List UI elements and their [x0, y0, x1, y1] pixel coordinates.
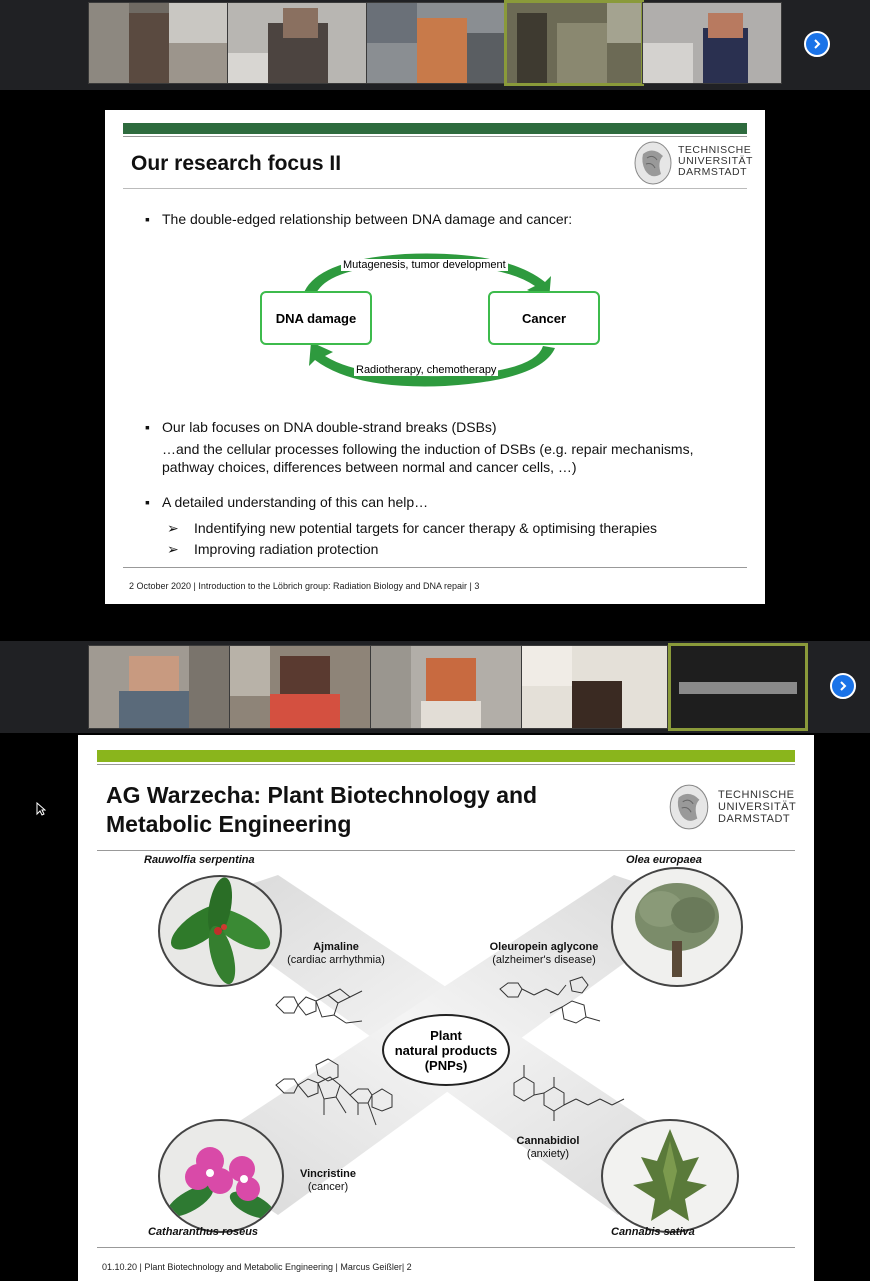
catharanthus-photo [158, 1119, 284, 1233]
compound-oleuropein: Oleuropein aglycone(alzheimer's disease) [489, 941, 599, 966]
participant-tile[interactable] [88, 645, 230, 729]
presentation-slide-1: Our research focus II TECHNISCHE UNIVERS… [105, 110, 765, 604]
plant-name-catharanthus: Catharanthus roseus [148, 1226, 259, 1238]
participant-tile[interactable] [366, 2, 506, 84]
dna-damage-label: DNA damage [275, 310, 357, 326]
university-logo-text: TECHNISCHE UNIVERSITÄT DARMSTADT [718, 789, 797, 825]
center-label-line1: Plant [430, 1027, 462, 1043]
center-label-line2: natural products [394, 1042, 498, 1058]
participant-tile[interactable] [229, 645, 371, 729]
leaf-icon [171, 877, 271, 985]
slide-footer: 01.10.20 | Plant Biotechnology and Metab… [102, 1262, 412, 1272]
slide-title: AG Warzecha: Plant Biotechnology and Met… [106, 781, 537, 839]
arrow-top-label: Mutagenesis, tumor development [341, 259, 508, 271]
compound-vincristine: Vincristine(cancer) [299, 1168, 357, 1193]
participant-tile[interactable] [88, 2, 228, 84]
plant-name-cannabis: Cannabis sativa [611, 1226, 695, 1238]
chevron-right-icon [840, 681, 847, 691]
arrow-bottom-label: Radiotherapy, chemotherapy [354, 364, 499, 376]
participant-strip-top [0, 0, 870, 90]
slide-title-line2: Metabolic Engineering [106, 811, 352, 837]
next-participants-button[interactable] [830, 673, 856, 699]
slide-title-line1: AG Warzecha: Plant Biotechnology and [106, 782, 538, 808]
ajmaline-structure [275, 988, 363, 1024]
participant-tile-active-speaker[interactable] [668, 643, 808, 731]
participant-tile[interactable] [227, 2, 367, 84]
vincristine-structure [275, 1058, 393, 1126]
slide-title: Our research focus II [131, 152, 342, 175]
participant-tile[interactable] [370, 645, 522, 729]
oleuropein-structure [499, 976, 601, 1024]
plant-name-olea: Olea europaea [626, 854, 702, 866]
tree-icon [635, 883, 719, 977]
slide-header-bar [123, 123, 747, 134]
compound-ajmaline: Ajmaline(cardiac arrhythmia) [287, 941, 385, 966]
participant-strip-bottom [0, 641, 870, 733]
university-seal-icon [669, 784, 709, 830]
mouse-pointer-icon [36, 802, 46, 816]
cannabidiol-structure [513, 1065, 625, 1121]
cannabis-photo [601, 1119, 739, 1233]
slide-header-bar [97, 750, 795, 762]
plant-name-rauwolfia: Rauwolfia serpentina [144, 854, 255, 866]
compound-cannabidiol: Cannabidiol(anxiety) [516, 1135, 580, 1160]
pnp-center-ellipse: Plant natural products (PNPs) [382, 1014, 510, 1086]
dna-damage-box: DNA damage [260, 291, 372, 345]
cancer-box: Cancer [488, 291, 600, 345]
university-logo-text: TECHNISCHE UNIVERSITÄT DARMSTADT [678, 144, 753, 178]
participant-tile-active-speaker[interactable] [504, 0, 644, 86]
next-participants-button[interactable] [804, 31, 830, 57]
rauwolfia-photo [158, 875, 282, 987]
bullet-subtext: …and the cellular processes following th… [162, 441, 694, 475]
slide-footer: 2 October 2020 | Introduction to the Löb… [129, 581, 480, 591]
cancer-label: Cancer [521, 310, 567, 326]
chevron-right-icon [814, 39, 821, 49]
olea-photo [611, 867, 743, 987]
flower-icon [166, 1147, 275, 1219]
participant-tile[interactable] [521, 645, 668, 729]
cannabis-icon [633, 1129, 707, 1221]
university-seal-icon [634, 141, 672, 185]
participant-tile[interactable] [642, 2, 782, 84]
presentation-slide-2: AG Warzecha: Plant Biotechnology and Met… [78, 735, 814, 1281]
center-label-line3: (PNPs) [424, 1057, 468, 1073]
